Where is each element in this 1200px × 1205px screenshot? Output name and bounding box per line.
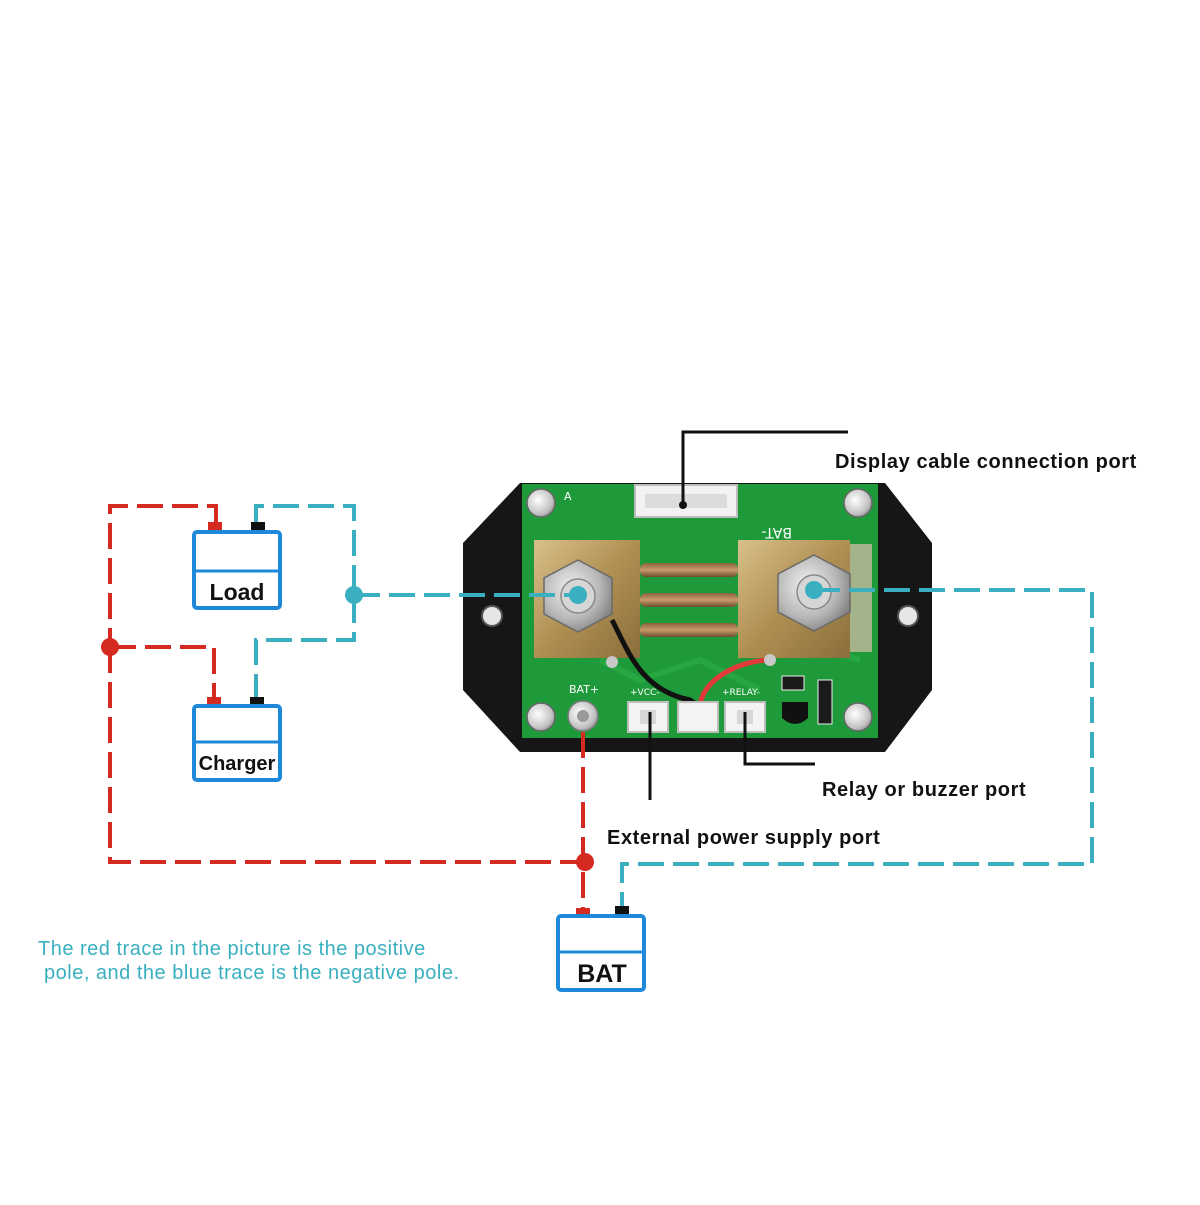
sense-wire-red <box>697 657 771 709</box>
display-connector-slot <box>645 494 727 508</box>
negative-traces <box>254 504 1094 908</box>
wire-solder-red <box>764 654 776 666</box>
load-box: Load <box>192 522 282 610</box>
red-trace-load <box>108 504 218 647</box>
shunt-bridge-3 <box>640 623 738 637</box>
silk-relay: +RELAY- <box>722 688 760 698</box>
screw-bottom-right <box>843 702 873 732</box>
mid-connector <box>677 701 719 733</box>
transistor <box>782 702 808 724</box>
battery-terminal-positive <box>576 908 590 917</box>
load-terminal-negative <box>251 522 265 531</box>
shunt-device: A BAT- BAT+ +VCC- +RELAY- <box>463 483 932 752</box>
silk-bat-minus: BAT- <box>762 524 792 540</box>
note-line-1: The red trace in the picture is the posi… <box>38 938 426 960</box>
battery-box: BAT <box>556 906 646 992</box>
red-junction-left <box>101 638 119 656</box>
sense-wire-black <box>609 618 707 713</box>
battery-label: BAT <box>577 960 627 988</box>
screw-bottom-left <box>526 702 556 732</box>
mount-hole-right <box>897 605 919 627</box>
charger-terminal-positive <box>207 697 221 706</box>
note-line-2: pole, and the blue trace is the negative… <box>44 962 460 984</box>
silk-corner-mark: A <box>564 490 572 503</box>
power-port-label: External power supply port <box>607 827 880 849</box>
load-terminal-positive <box>208 522 222 531</box>
smd-component-1 <box>781 675 805 691</box>
relay-port-label: Relay or buzzer port <box>822 779 1026 801</box>
blue-terminal-right-dot <box>805 581 823 599</box>
screw-top-left <box>526 488 556 518</box>
blue-terminal-left-dot <box>569 586 587 604</box>
silk-vcc: +VCC- <box>630 688 660 698</box>
silk-bat-plus: BAT+ <box>569 683 599 696</box>
blue-trace-shunt-right <box>620 588 1094 908</box>
callout-lines <box>648 430 848 800</box>
charger-terminal-negative <box>250 697 264 706</box>
screw-top-right <box>843 488 873 518</box>
blue-trace-load <box>254 504 356 595</box>
shunt-bridge-2 <box>640 593 738 607</box>
relay-port-leader <box>743 712 815 766</box>
battery-terminal-negative <box>615 906 629 915</box>
shunt-block-right-edge <box>850 544 872 652</box>
load-label: Load <box>210 579 265 605</box>
shunt-bridge-1 <box>640 563 738 577</box>
display-port-leader-dot <box>679 501 687 509</box>
bat-plus-post-center <box>577 710 589 722</box>
red-junction-bottom <box>576 853 594 871</box>
red-trace-bottom-left <box>108 647 585 864</box>
mount-hole-left <box>481 605 503 627</box>
blue-junction-left <box>345 586 363 604</box>
power-connector-slot <box>640 710 656 724</box>
blue-trace-charger <box>254 595 356 700</box>
charger-box: Charger <box>192 697 282 782</box>
display-port-leader <box>681 430 848 505</box>
red-trace-charger <box>110 645 216 700</box>
wire-solder-black <box>606 656 618 668</box>
smd-component-2 <box>817 679 833 725</box>
charger-label: Charger <box>199 753 276 775</box>
display-port-label: Display cable connection port <box>835 451 1137 473</box>
